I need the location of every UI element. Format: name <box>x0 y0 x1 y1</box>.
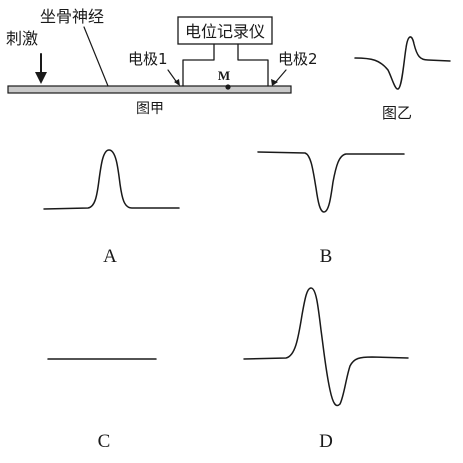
option-c-letter: C <box>98 431 111 452</box>
option-c: C <box>47 358 157 452</box>
recorder-label: 电位记录仪 <box>185 22 265 41</box>
point-m-label: M <box>218 68 230 83</box>
figure-b-caption: 图乙 <box>382 104 412 122</box>
option-a-waveform <box>43 149 180 210</box>
point-m-dot <box>225 84 231 90</box>
option-d: D <box>243 287 409 452</box>
electrode-2-label: 电极2 <box>278 50 318 68</box>
electrode-1-pointer-head <box>174 79 180 86</box>
figure-a-setup: 坐骨神经 刺激 电位记录仪 电极1 电极2 M 图甲 <box>6 7 318 117</box>
option-b-letter: B <box>320 246 333 267</box>
recorder-wires <box>182 43 269 87</box>
stimulus-arrow-head <box>35 72 47 84</box>
option-a: A <box>43 149 180 267</box>
potential-recorder-box <box>177 16 273 45</box>
stimulus-label: 刺激 <box>6 29 38 48</box>
option-b-waveform <box>257 151 405 213</box>
figure-a-caption: 图甲 <box>136 101 164 117</box>
nerve-leader-line <box>83 26 109 87</box>
electrode-2-pointer-head <box>271 79 278 86</box>
figure-b-waveform <box>354 36 451 90</box>
option-d-letter: D <box>319 431 333 452</box>
option-b: B <box>257 151 405 267</box>
figure-b-trace: 图乙 <box>354 36 451 122</box>
option-d-waveform <box>243 287 409 407</box>
option-a-letter: A <box>103 246 117 267</box>
nerve-label: 坐骨神经 <box>40 7 104 26</box>
electrode-1-label: 电极1 <box>128 50 168 68</box>
sciatic-nerve-bar <box>7 85 292 94</box>
